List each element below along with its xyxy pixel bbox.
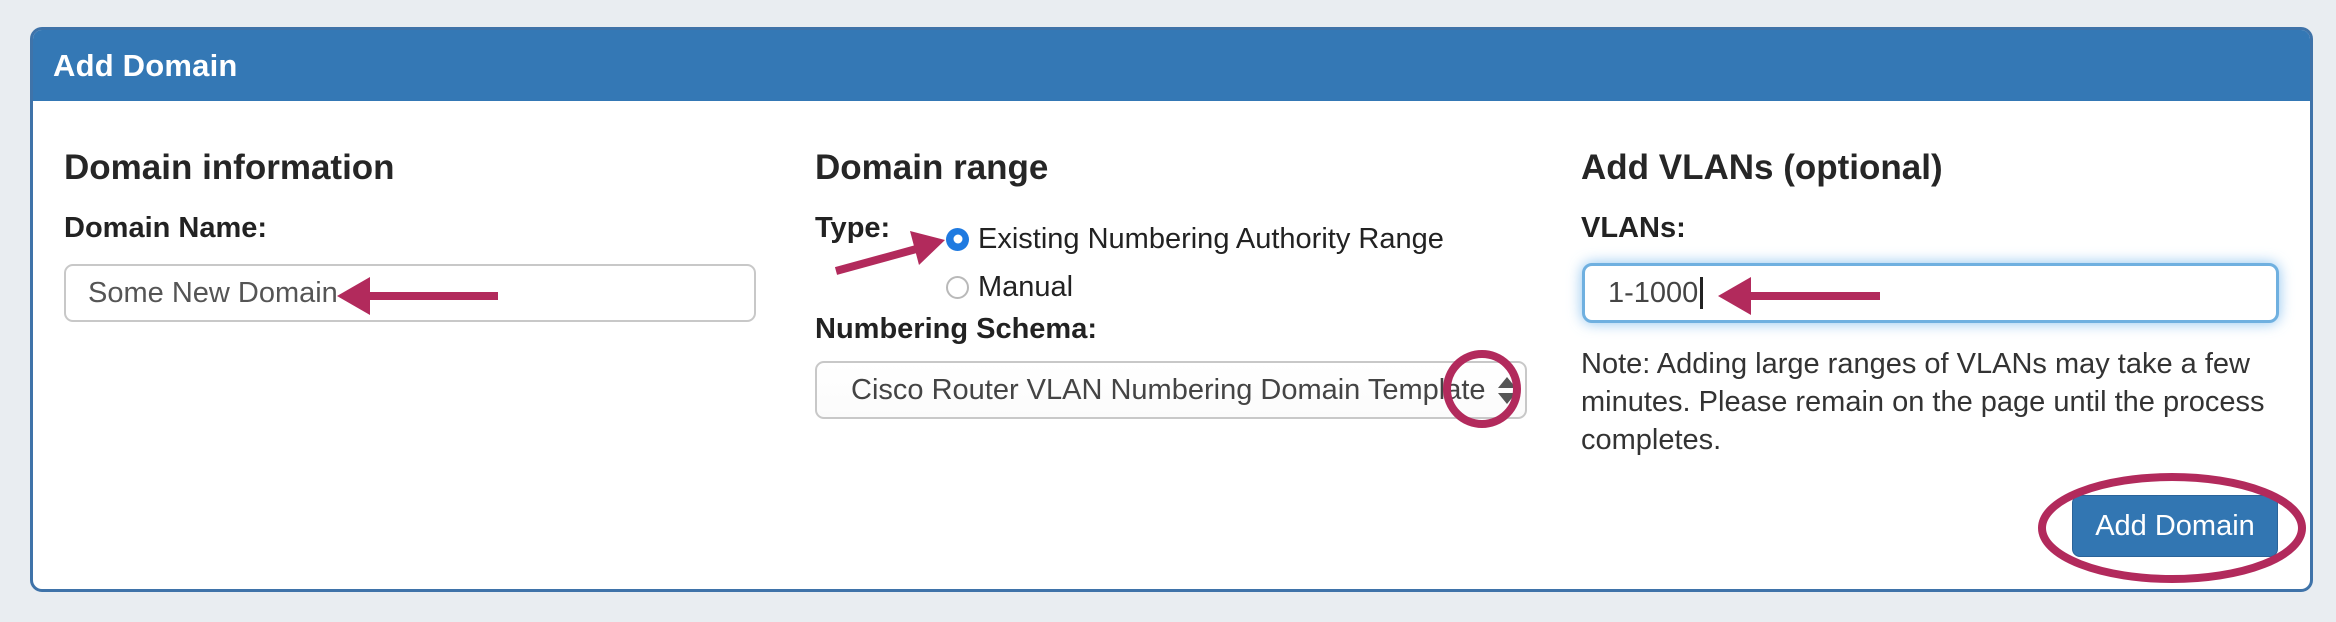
add-vlans-heading: Add VLANs (optional) [1581, 148, 1943, 187]
radio-option-label: Existing Numbering Authority Range [978, 222, 1444, 255]
radio-option-existing-numbering-authority-range[interactable]: Existing Numbering Authority Range [946, 222, 1444, 255]
radio-unselected-icon[interactable] [946, 275, 969, 299]
type-label: Type: [815, 212, 891, 244]
domain-range-heading: Domain range [815, 148, 1049, 187]
text-cursor [1700, 277, 1704, 309]
vlans-input[interactable]: 1-1000 [1582, 263, 2279, 323]
radio-selected-icon[interactable] [946, 227, 969, 251]
panel-header: Add Domain [33, 30, 2310, 101]
radio-dot [953, 234, 962, 244]
domain-name-value: Some New Domain [88, 276, 338, 309]
vlans-note: Note: Adding large ranges of VLANs may t… [1581, 348, 2265, 456]
add-domain-button[interactable]: Add Domain [2072, 495, 2278, 557]
numbering-schema-select[interactable]: Cisco Router VLAN Numbering Domain Templ… [815, 361, 1527, 419]
panel-title: Add Domain [53, 47, 238, 83]
numbering-schema-label: Numbering Schema: [815, 313, 1097, 345]
vlans-value: 1-1000 [1608, 276, 1699, 309]
numbering-schema-value: Cisco Router VLAN Numbering Domain Templ… [851, 373, 1486, 406]
select-stepper-icon [1497, 376, 1516, 404]
domain-name-label: Domain Name: [64, 212, 268, 244]
radio-option-label: Manual [978, 270, 1074, 303]
vlans-label: VLANs: [1581, 212, 1686, 244]
domain-information-heading: Domain information [64, 148, 395, 187]
domain-name-input[interactable]: Some New Domain [64, 264, 756, 322]
radio-option-manual[interactable]: Manual [946, 270, 1074, 303]
